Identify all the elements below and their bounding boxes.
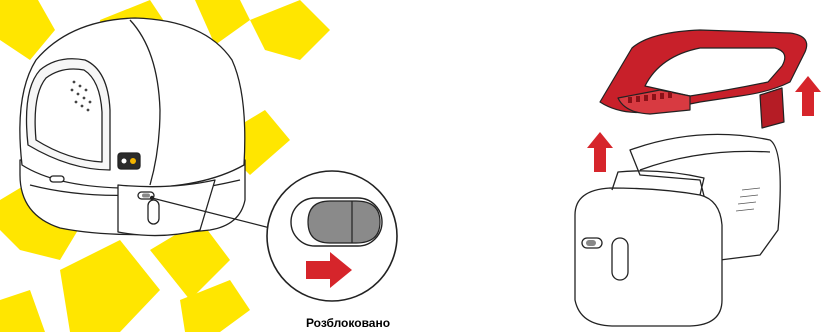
- drawer-front: [575, 188, 722, 326]
- drawer-lid: [600, 30, 807, 128]
- lock-slider-knob: [308, 201, 380, 243]
- arrow-up-icon: [587, 132, 613, 172]
- litter-box: [20, 18, 245, 236]
- control-panel: [118, 153, 140, 169]
- arrow-up-icon: [795, 76, 821, 116]
- status-caption: Розблоковано: [248, 316, 448, 330]
- waste-drawer: [118, 180, 215, 236]
